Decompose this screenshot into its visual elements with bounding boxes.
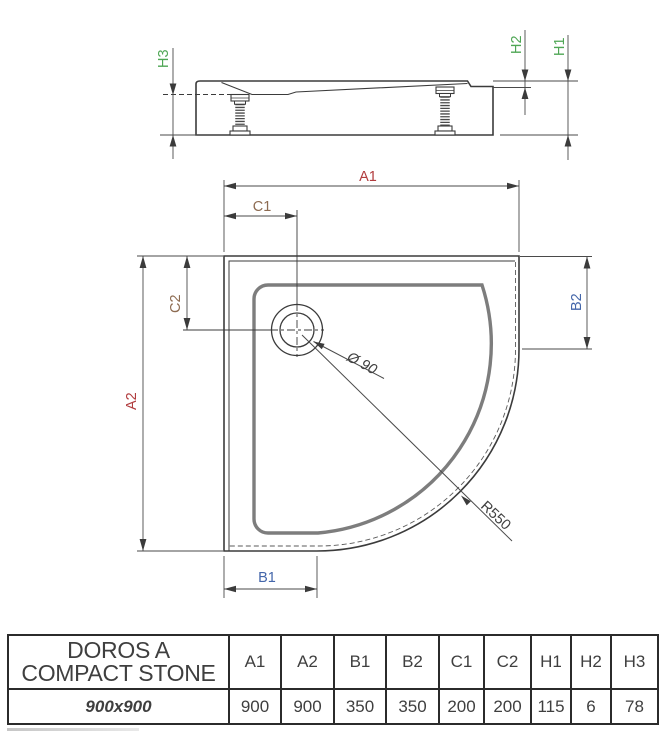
dimension-label-a2: A2 [124, 392, 140, 410]
dimension-a1: A1 [223, 169, 520, 252]
product-name-cell: DOROS A COMPACT STONE [7, 633, 230, 691]
dimension-h1: H1 [500, 35, 578, 160]
dimension-a2: A2 [124, 255, 223, 552]
dimension-label-a1: A1 [359, 169, 377, 185]
value-a2: 900 [280, 688, 335, 725]
value-b1: 350 [333, 688, 387, 725]
dimension-label-c2: C2 [168, 294, 184, 313]
basin-edge [252, 283, 493, 535]
dimension-b1: B1 [223, 556, 318, 598]
col-header-b1: B1 [333, 633, 387, 691]
dimension-label-c1: C1 [253, 199, 272, 215]
spec-table: DOROS A COMPACT STONE A1 A2 B1 B2 C1 C2 … [7, 633, 659, 725]
dimension-label-b1: B1 [258, 570, 276, 586]
dimension-label-b2: B2 [569, 293, 585, 311]
col-header-h1: H1 [530, 633, 572, 691]
dimension-c1: C1 [224, 199, 297, 220]
value-c2: 200 [483, 688, 532, 725]
right-foot [434, 86, 456, 136]
left-foot [229, 93, 251, 136]
table-header-row: DOROS A COMPACT STONE A1 A2 B1 B2 C1 C2 … [7, 633, 659, 691]
value-c1: 200 [438, 688, 485, 725]
value-h3: 78 [610, 688, 659, 725]
col-header-a2: A2 [280, 633, 335, 691]
value-h2: 6 [570, 688, 612, 725]
dimension-label-h3: H3 [156, 49, 172, 68]
dimension-c2: C2 [168, 256, 191, 330]
value-b2: 350 [385, 688, 440, 725]
dimension-h2: H2 [493, 30, 578, 115]
side-view-floor-line [221, 81, 468, 96]
col-header-a1: A1 [228, 633, 282, 691]
col-header-c1: C1 [438, 633, 485, 691]
size-cell: 900x900 [7, 688, 230, 725]
rim-inner-line [228, 260, 515, 551]
corner-radius-label: R550 [477, 498, 513, 533]
col-header-c2: C2 [483, 633, 532, 691]
product-name-line2: COMPACT STONE [21, 660, 216, 687]
shower-tray-drawing: H3 H2 H1 [124, 30, 592, 598]
drain-inner-circle [279, 312, 315, 348]
side-view [163, 80, 494, 136]
dimension-label-h2: H2 [509, 35, 525, 54]
value-h1: 115 [530, 688, 572, 725]
col-header-h3: H3 [610, 633, 659, 691]
product-name-line1: DOROS A [67, 636, 170, 663]
table-value-row: 900x900 900 900 350 350 200 200 115 6 78 [7, 688, 659, 725]
value-a1: 900 [228, 688, 282, 725]
dimension-h3: H3 [156, 48, 197, 159]
col-header-b2: B2 [385, 633, 440, 691]
dimension-label-h1: H1 [552, 37, 568, 56]
col-header-h2: H2 [570, 633, 612, 691]
side-view-dimensions: H3 H2 H1 [156, 30, 578, 160]
plan-view [183, 210, 520, 552]
table-shadow [7, 728, 139, 731]
dimension-b2: B2 [520, 256, 592, 350]
